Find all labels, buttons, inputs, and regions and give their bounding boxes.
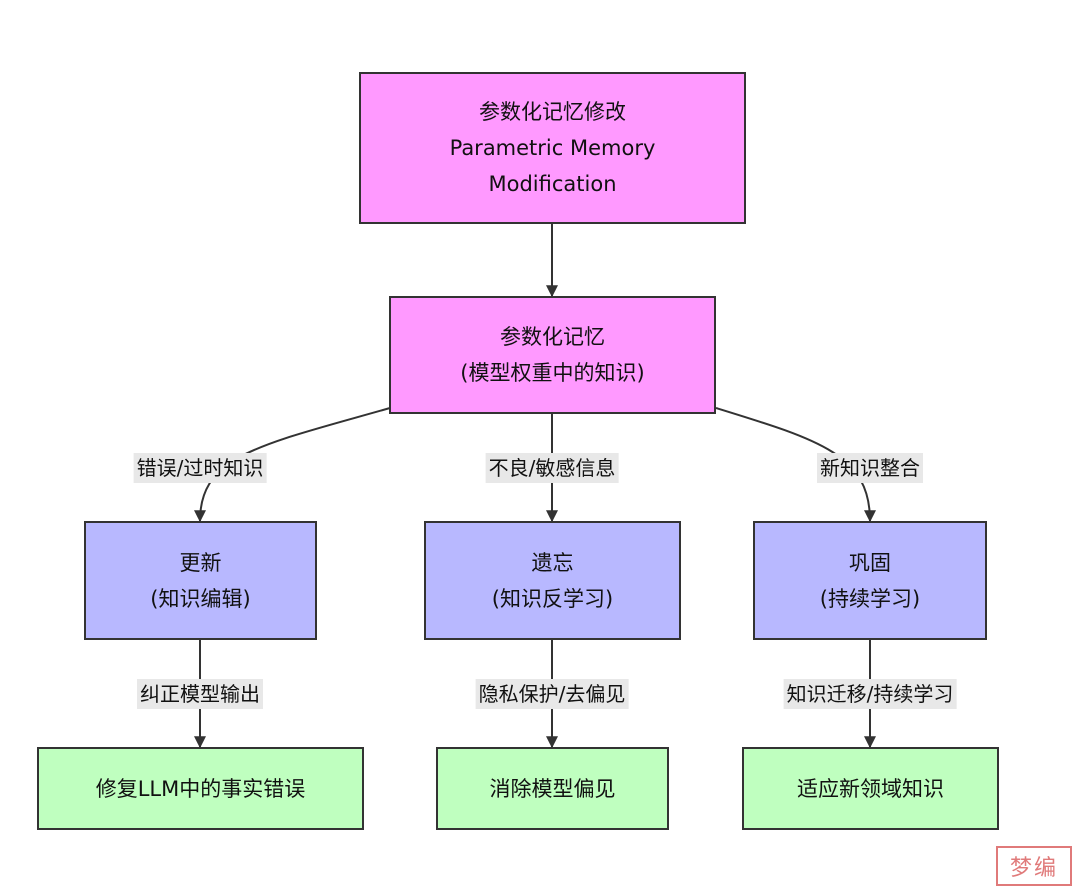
node-root-line3: Modification	[488, 172, 617, 196]
node-forget: 遗忘 (知识反学习)	[424, 521, 681, 640]
node-fix-line1: 修复LLM中的事实错误	[95, 776, 306, 801]
node-root-line2: Parametric Memory	[449, 136, 656, 160]
node-consolidate-line1: 巩固	[849, 550, 891, 575]
node-adapt-new-domain: 适应新领域知识	[742, 747, 999, 830]
edge-label-knowledge-transfer: 知识迁移/持续学习	[783, 679, 957, 709]
node-param-line1: 参数化记忆	[500, 325, 605, 349]
edge-label-knowledge-integration: 新知识整合	[817, 453, 923, 483]
node-update-line1: 更新	[179, 550, 222, 575]
node-parametric-memory: 参数化记忆 (模型权重中的知识)	[389, 296, 716, 414]
watermark-text: 梦编	[1009, 856, 1058, 881]
node-fix-factual-errors: 修复LLM中的事实错误	[37, 747, 364, 830]
node-consolidate: 巩固 (持续学习)	[753, 521, 987, 640]
edge-label-outdated-knowledge: 错误/过时知识	[133, 453, 267, 483]
node-update: 更新 (知识编辑)	[84, 521, 317, 640]
node-forget-line2: (知识反学习)	[491, 586, 614, 611]
node-update-line2: (知识编辑)	[150, 586, 251, 611]
edge-label-privacy-debias: 隐私保护/去偏见	[475, 679, 629, 709]
node-adapt-line1: 适应新领域知识	[797, 776, 944, 801]
edge-label-correct-output: 纠正模型输出	[137, 679, 263, 709]
node-debias-line1: 消除模型偏见	[489, 776, 616, 801]
node-root-line1: 参数化记忆修改	[479, 100, 626, 124]
node-forget-line1: 遗忘	[531, 550, 574, 575]
node-param-line2: (模型权重中的知识)	[460, 361, 645, 385]
watermark-stamp: 梦编	[996, 846, 1072, 886]
node-eliminate-bias: 消除模型偏见	[436, 747, 669, 830]
node-parametric-memory-modification: 参数化记忆修改 Parametric Memory Modification	[359, 72, 746, 224]
node-consolidate-line2: (持续学习)	[819, 586, 921, 611]
edge-label-sensitive-info: 不良/敏感信息	[485, 453, 619, 483]
edge-param-to-consolidate	[715, 407, 876, 523]
